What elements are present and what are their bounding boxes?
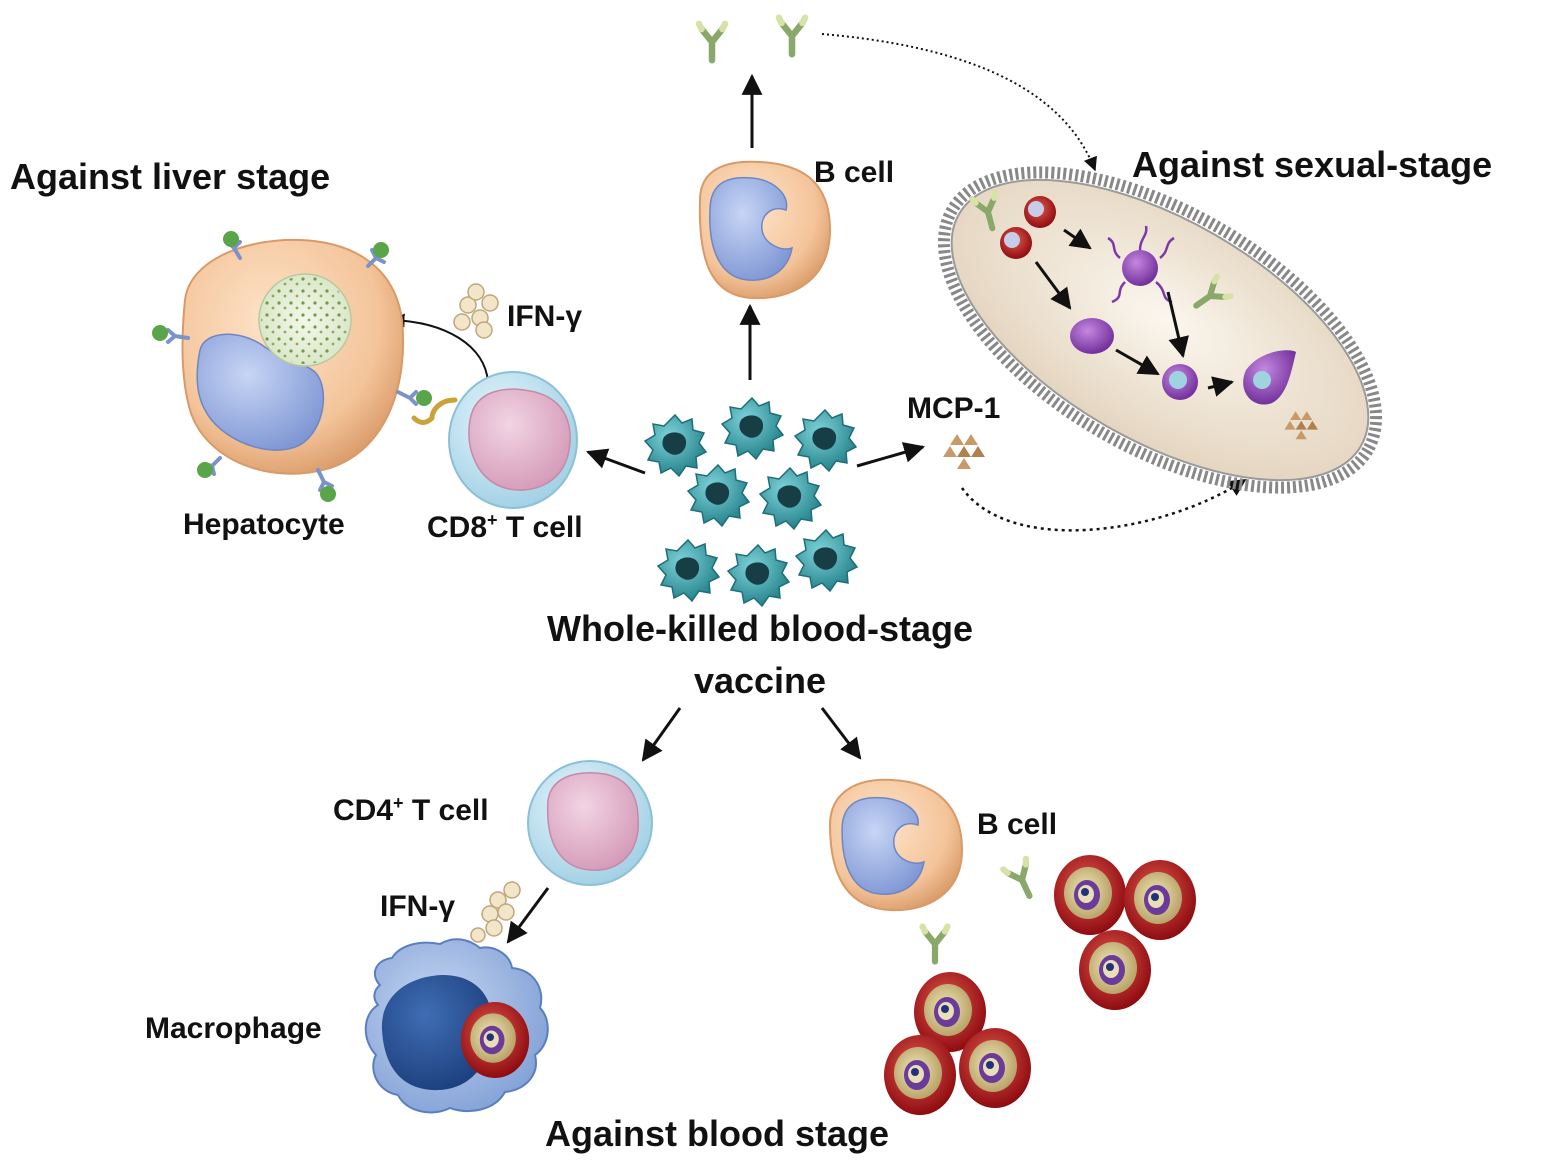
mosquito-midgut — [937, 166, 1383, 494]
ookinete — [1243, 350, 1296, 405]
b-cell-top — [698, 160, 832, 300]
ifn-gamma-cluster-top — [453, 283, 499, 339]
b-cell-bottom — [828, 778, 964, 912]
infected-rbc — [1079, 930, 1151, 1010]
infected-rbc — [1124, 860, 1196, 940]
infected-rbc — [959, 1028, 1031, 1108]
heading-sexual-stage: Against sexual-stage — [1132, 144, 1493, 185]
vaccine-parasites — [644, 397, 858, 607]
ifn-gamma-cluster-bottom — [470, 881, 521, 943]
cd4-t-cell — [527, 760, 653, 886]
male-gamete — [1107, 225, 1175, 304]
vaccine-label-line2: vaccine — [693, 660, 827, 701]
vaccine-parasite — [657, 539, 720, 602]
vaccine-parasite — [721, 397, 784, 460]
vaccine-parasite — [644, 414, 707, 477]
label-hepatocyte: Hepatocyte — [183, 508, 345, 541]
infected-rbc — [1054, 855, 1126, 935]
hepatocyte-receptors — [152, 231, 432, 502]
label-mcp1: MCP-1 — [907, 392, 1001, 425]
vaccine-label-line1: Whole-killed blood-stage — [546, 608, 973, 649]
vaccine-parasite — [727, 544, 790, 607]
vaccine-parasite — [794, 409, 857, 472]
hepatocyte — [152, 231, 432, 502]
vaccine-parasite — [795, 529, 858, 592]
label-cd4-t-cell: CD4+ T cell — [333, 793, 489, 827]
heading-blood-stage: Against blood stage — [545, 1113, 890, 1154]
arrows — [390, 33, 1247, 944]
zygote — [1162, 364, 1198, 400]
label-ifn-gamma-top: IFN-γ — [507, 300, 582, 333]
infected-rbc — [884, 1035, 956, 1115]
female-gamete — [1070, 318, 1114, 354]
vaccine-parasite — [687, 464, 750, 527]
heading-liver-stage: Against liver stage — [10, 156, 331, 197]
label-macrophage: Macrophage — [145, 1012, 322, 1045]
label-ifn-gamma-bottom: IFN-γ — [380, 890, 455, 923]
gametocyte-pair — [1000, 196, 1056, 259]
cd8-t-cell — [411, 371, 578, 509]
label-b-cell-top: B cell — [814, 156, 895, 189]
label-b-cell-bottom: B cell — [977, 808, 1058, 841]
secreted-antibodies-top — [699, 18, 805, 60]
label-cd8-t-cell: CD8+ T cell — [427, 510, 583, 544]
macrophage — [364, 938, 549, 1114]
vaccine-parasite — [759, 467, 822, 530]
mcp1-chemokine — [943, 434, 985, 469]
